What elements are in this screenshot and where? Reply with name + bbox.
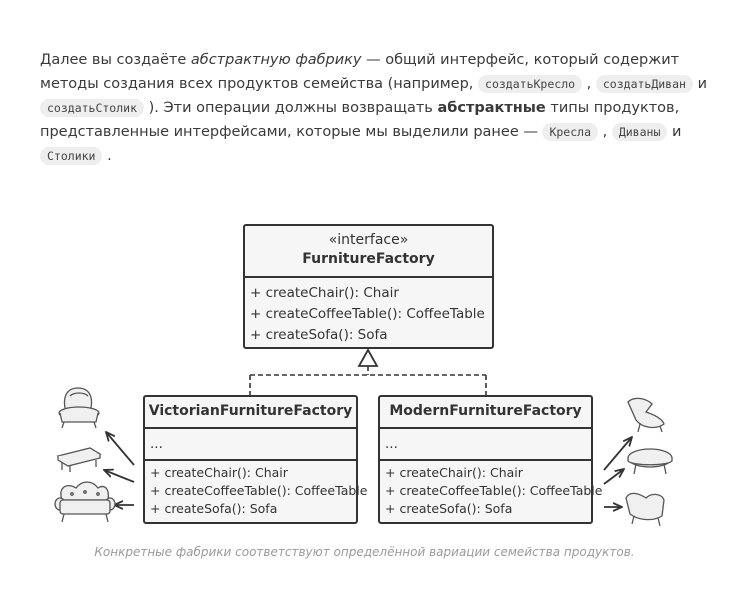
code-sofas: Диваны bbox=[611, 123, 668, 141]
victorian-method: + createCoffeeTable(): CoffeeTable bbox=[150, 483, 368, 498]
arrow-to-modern-chair bbox=[603, 437, 632, 471]
modern-table-icon bbox=[627, 448, 673, 475]
modern-sofa-icon bbox=[625, 492, 665, 527]
modern-factory-class: ModernFurnitureFactory ... + createChair… bbox=[378, 395, 603, 524]
arrow-to-victorian-table bbox=[104, 470, 135, 483]
arrow-to-modern-table bbox=[603, 469, 624, 485]
modern-method: + createSofa(): Sofa bbox=[385, 501, 513, 516]
code-create-chair: создатьКресло bbox=[478, 75, 583, 93]
interface-name: FurnitureFactory bbox=[302, 251, 435, 267]
victorian-factory-class: VictorianFurnitureFactory ... + createCh… bbox=[143, 395, 368, 524]
modern-method: + createChair(): Chair bbox=[385, 465, 523, 480]
code-tables: Столики bbox=[40, 147, 103, 165]
code-create-sofa: создатьДиван bbox=[595, 75, 693, 93]
bold-abstract: абстрактные bbox=[437, 100, 546, 116]
emphasis-abstract-factory: абстрактную фабрику bbox=[190, 52, 362, 68]
arrow-to-victorian-chair bbox=[106, 432, 135, 466]
victorian-sofa-icon bbox=[54, 481, 116, 523]
victorian-method: + createSofa(): Sofa bbox=[150, 501, 278, 516]
intro-paragraph: Далее вы создаёте абстрактную фабрику — … bbox=[40, 52, 708, 165]
interface-method: + createSofa(): Sofa bbox=[250, 327, 388, 343]
code-create-table: создатьСтолик bbox=[40, 99, 145, 117]
modern-method: + createCoffeeTable(): CoffeeTable bbox=[385, 483, 603, 498]
figure-caption: Конкретные фабрики соответствуют определ… bbox=[94, 545, 635, 559]
modern-fields: ... bbox=[385, 436, 398, 452]
interface-method: + createChair(): Chair bbox=[250, 285, 399, 301]
victorian-chair-icon bbox=[58, 387, 100, 429]
victorian-fields: ... bbox=[150, 436, 163, 452]
furniture-factory-interface: «interface» FurnitureFactory + createCha… bbox=[243, 224, 494, 349]
code-chairs: Кресла bbox=[542, 123, 598, 141]
modern-chair-icon bbox=[627, 397, 665, 433]
interface-method: + createCoffeeTable(): CoffeeTable bbox=[250, 306, 485, 322]
realization-arrow bbox=[249, 348, 487, 395]
victorian-table-icon bbox=[56, 447, 102, 472]
modern-factory-name: ModernFurnitureFactory bbox=[389, 403, 582, 419]
interface-stereotype: «interface» bbox=[328, 232, 409, 248]
victorian-method: + createChair(): Chair bbox=[150, 465, 288, 480]
victorian-factory-name: VictorianFurnitureFactory bbox=[148, 403, 353, 419]
